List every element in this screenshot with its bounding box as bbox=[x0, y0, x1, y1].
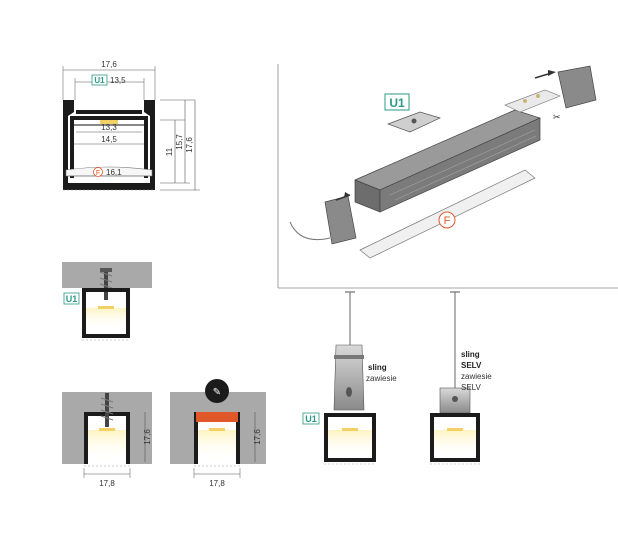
dim-recess-width: 17,8 bbox=[99, 479, 115, 488]
dim-height-mid: 15,7 bbox=[175, 134, 184, 150]
suspension-sling-view: U1 sling zawiesie bbox=[302, 291, 397, 465]
label-zawiesie-1: zawiesie bbox=[366, 374, 397, 383]
scissors-icon: ✂ bbox=[553, 112, 561, 122]
dim-recess-height: 17,6 bbox=[143, 429, 152, 445]
dim-height-outer: 17,6 bbox=[185, 137, 194, 153]
dim-recess2-height: 17,6 bbox=[253, 429, 262, 445]
dim-width-top: 13,5 bbox=[110, 76, 126, 85]
dim-width-inner: 13,3 bbox=[101, 123, 117, 132]
label-selv-2: SELV bbox=[461, 383, 482, 392]
profile-cross-section: 17,6 U1 13,5 13,3 14,5 F 16,1 11 bbox=[62, 60, 200, 191]
glue-icon bbox=[205, 379, 229, 403]
dim-recess2-width: 17,8 bbox=[209, 479, 225, 488]
screw-mount-view: U1 bbox=[62, 262, 152, 341]
profile-body bbox=[63, 100, 155, 190]
profile-cover bbox=[65, 166, 153, 177]
dim-height-inner: 11 bbox=[165, 147, 174, 156]
badge-f-perspective: F bbox=[444, 215, 451, 227]
sling-housing bbox=[333, 344, 365, 411]
dim-width-outer: 17,6 bbox=[101, 60, 117, 69]
recessed-mount-view: 17,8 17,6 bbox=[62, 392, 152, 488]
label-sling-2: sling bbox=[461, 350, 480, 359]
end-cap-left bbox=[324, 195, 357, 245]
badge-u1-perspective: U1 bbox=[389, 96, 405, 110]
badge-f-top: F bbox=[96, 170, 100, 177]
dim-width-mid: 14,5 bbox=[101, 135, 117, 144]
label-sling-1: sling bbox=[368, 363, 387, 372]
label-zawiesie-2: zawiesie bbox=[461, 372, 492, 381]
label-selv: SELV bbox=[461, 361, 482, 370]
svg-text:✎: ✎ bbox=[213, 387, 221, 398]
glue-mount-view: ✎ 17,8 17,6 bbox=[170, 379, 266, 488]
adhesive-layer bbox=[196, 412, 238, 422]
led-strip bbox=[504, 89, 561, 113]
power-cable bbox=[289, 221, 331, 241]
perspective-view: U1 ✂ F bbox=[277, 64, 618, 289]
badge-u1-screw: U1 bbox=[66, 294, 78, 304]
end-cap-right bbox=[557, 65, 597, 109]
dim-width-cover: 16,1 bbox=[106, 168, 122, 177]
led-chip bbox=[100, 120, 118, 124]
badge-u1-sling: U1 bbox=[305, 414, 317, 424]
badge-u1-top: U1 bbox=[94, 76, 105, 85]
suspension-selv-view: sling SELV zawiesie SELV bbox=[430, 291, 492, 465]
